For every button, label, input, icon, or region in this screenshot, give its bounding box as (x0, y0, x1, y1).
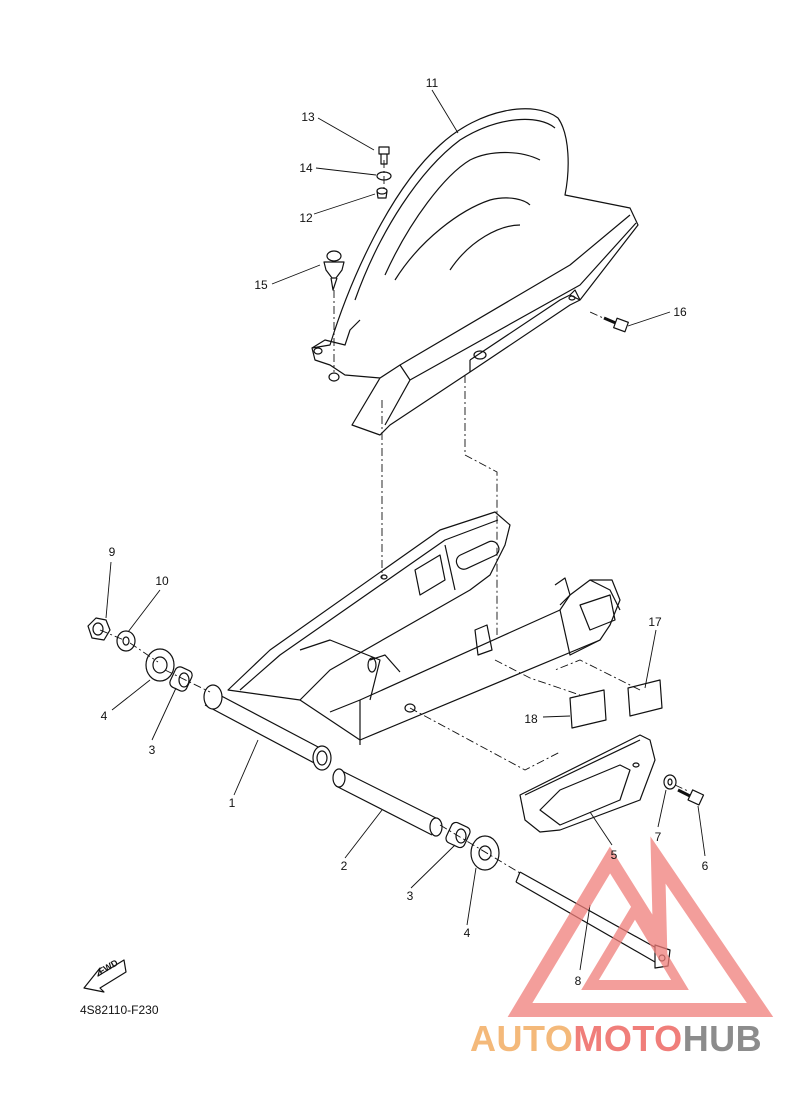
watermark-text: AUTOMOTOHUB (470, 1018, 762, 1060)
chain-slider-part (519, 734, 656, 833)
callout-12: 12 (299, 211, 313, 225)
drawing-code: 4S82110-F230 (80, 1003, 159, 1017)
callout-8: 8 (574, 974, 582, 988)
collar-12 (376, 187, 388, 199)
oil-seal-4-right (470, 835, 500, 871)
callout-4-left: 4 (100, 709, 108, 723)
washer-7 (663, 774, 677, 790)
callout-3-right: 3 (406, 889, 414, 903)
watermark-moto: MOTO (573, 1018, 683, 1059)
callout-10: 10 (155, 574, 169, 588)
callout-14: 14 (299, 161, 313, 175)
callout-18: 18 (524, 712, 538, 726)
callout-1: 1 (228, 796, 236, 810)
rear-fender-part (311, 108, 639, 436)
callout-11: 11 (425, 76, 439, 90)
watermark-hub: HUB (682, 1018, 763, 1059)
label-18 (569, 689, 607, 729)
swingarm-part (203, 511, 621, 771)
callout-5: 5 (610, 848, 618, 862)
callout-2: 2 (340, 859, 348, 873)
washer-10 (116, 630, 136, 652)
clip-15 (323, 250, 345, 291)
leader-lines (105, 89, 706, 971)
bolt-6 (677, 788, 705, 806)
callout-17: 17 (648, 615, 662, 629)
callout-3-left: 3 (148, 743, 156, 757)
collar-2 (332, 768, 443, 837)
nut-9 (87, 617, 111, 641)
bearing-3-left (169, 666, 193, 692)
oil-seal-4-left (145, 648, 175, 682)
watermark-auto: AUTO (470, 1018, 574, 1059)
callout-4-right: 4 (463, 926, 471, 940)
bearing-3-right (445, 821, 471, 849)
callout-13: 13 (301, 110, 315, 124)
callout-15: 15 (254, 278, 268, 292)
label-17 (627, 679, 663, 717)
watermark-logo-icon (507, 836, 774, 1017)
callout-6: 6 (701, 859, 709, 873)
fwd-arrow-icon (83, 959, 127, 993)
callout-7: 7 (654, 830, 662, 844)
callout-16: 16 (673, 305, 687, 319)
callout-9: 9 (108, 545, 116, 559)
